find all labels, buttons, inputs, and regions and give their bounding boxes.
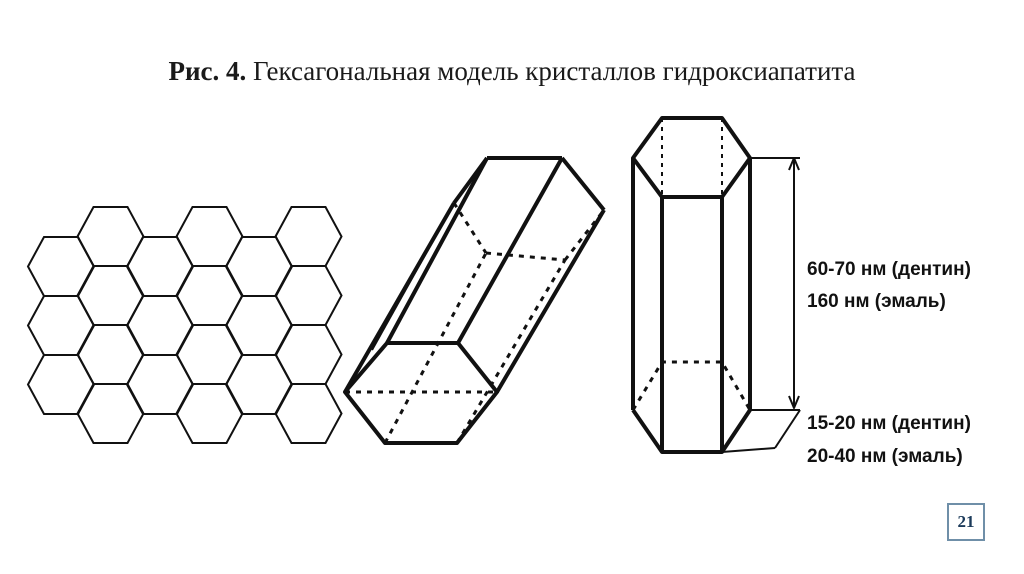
hexagon-cell <box>26 236 96 297</box>
vertical-prism-bottom-visible <box>631 408 752 454</box>
prism-right-long <box>495 208 606 394</box>
hexagon-cell <box>274 206 343 267</box>
hexagonal-prism-inclined <box>343 156 606 445</box>
width-enamel-label: 20-40 нм (эмаль) <box>807 446 963 467</box>
hexagon-cell <box>76 383 145 444</box>
hexagon-cell <box>125 236 195 297</box>
hexagon-cell <box>224 236 294 297</box>
width-dentin-label: 15-20 нм (дентин) <box>807 413 971 434</box>
vertical-prism-top-hidden <box>661 118 723 197</box>
hexagonal-prism-vertical <box>631 116 801 454</box>
hexagon-cell <box>274 383 343 444</box>
hexagon-cell <box>125 354 195 415</box>
prism-top-edge <box>385 157 489 344</box>
dimension-width <box>721 409 801 453</box>
vertical-prism-top-hexagon <box>631 116 752 199</box>
hexagon-cell <box>224 295 294 356</box>
hexagon-cell <box>76 206 145 267</box>
vertical-prism-bottom-hidden <box>631 360 752 411</box>
hexagon-cell <box>274 265 343 326</box>
prism-top-edge-2 <box>456 157 564 344</box>
hexagon-cell <box>76 324 145 385</box>
honeycomb-lattice <box>26 206 343 444</box>
hexagon-cell <box>175 324 244 385</box>
hexagon-cell <box>175 206 244 267</box>
length-dentin-label: 60-70 нм (дентин) <box>807 259 971 280</box>
hexagon-cell <box>224 354 294 415</box>
dimension-length <box>750 157 800 409</box>
prism-left-back <box>452 156 489 205</box>
hexagon-cell <box>26 295 96 356</box>
prism-right-top <box>560 156 606 212</box>
hexagon-cell <box>274 324 343 385</box>
figure-caption: Рис. 4. Гексагональная модель кристаллов… <box>0 56 1024 87</box>
prism-inner-edge <box>371 202 455 351</box>
hexagon-cell <box>175 265 244 326</box>
figure-title: Гексагональная модель кристаллов гидрокс… <box>246 56 856 86</box>
hexagon-cell <box>26 354 96 415</box>
figure-number: Рис. 4. <box>168 56 247 86</box>
hexagon-cell <box>175 383 244 444</box>
prism-hidden-edges <box>345 202 606 445</box>
hexagon-cell <box>125 295 195 356</box>
page-number-badge: 21 <box>947 503 985 541</box>
hexagon-cell <box>76 265 145 326</box>
length-enamel-label: 160 нм (эмаль) <box>807 291 946 312</box>
